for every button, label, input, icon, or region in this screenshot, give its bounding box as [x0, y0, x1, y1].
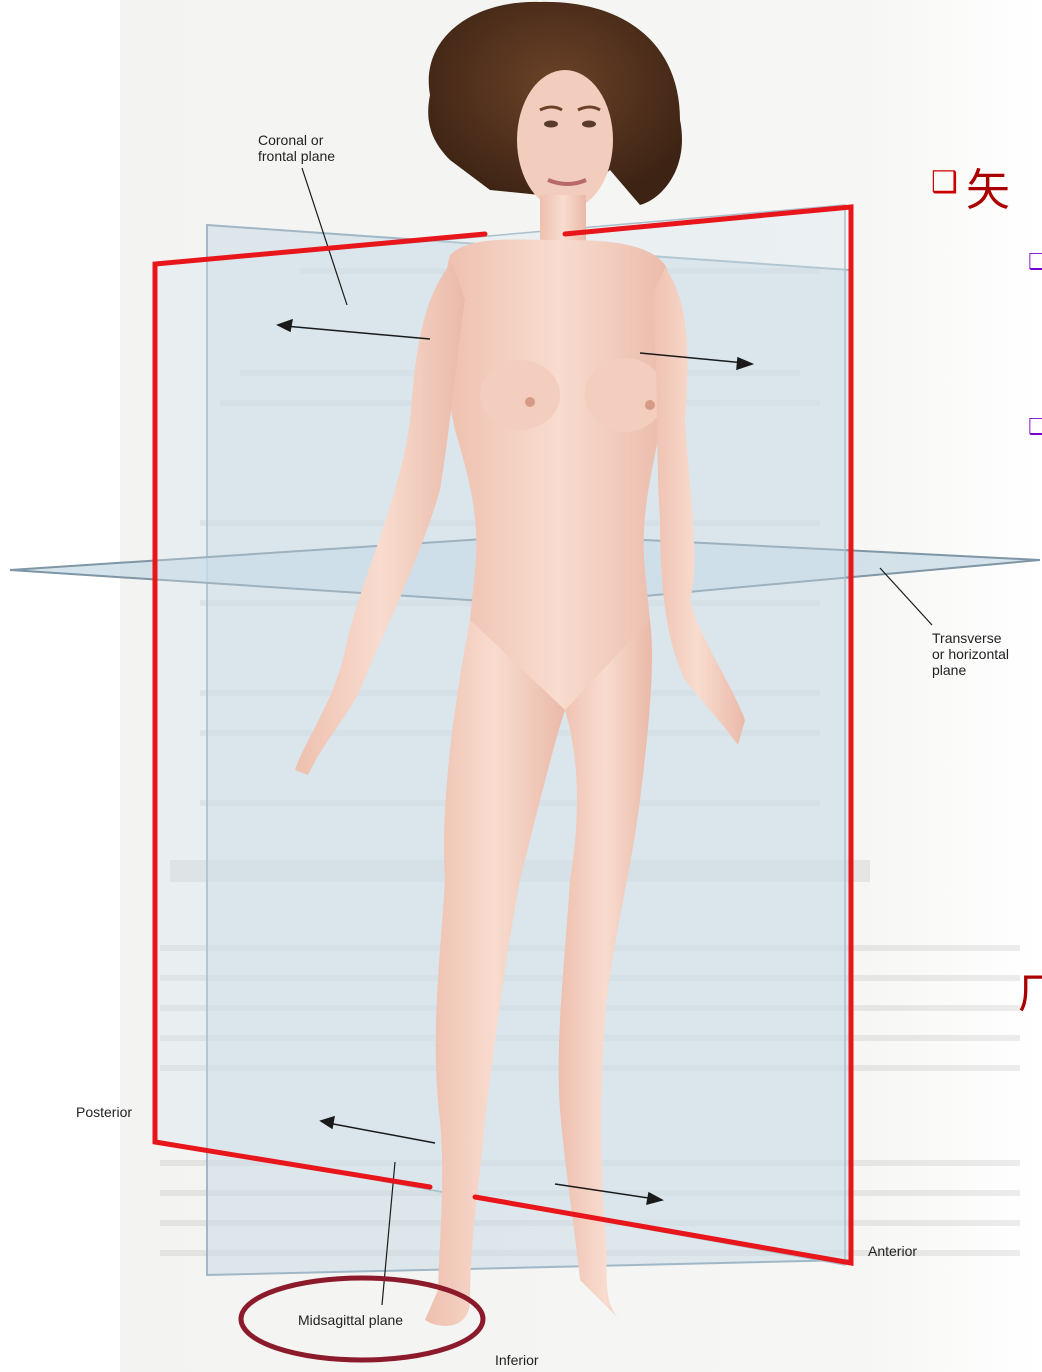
midsagittal-plane-label: Midsagittal plane [298, 1312, 403, 1328]
partial-text: 厂 [1018, 960, 1042, 1021]
sub-bullet-2: ❑ [1028, 415, 1042, 440]
posterior-label: Posterior [76, 1104, 132, 1120]
coronal-plane-label: Coronal or frontal plane [258, 132, 335, 164]
anterior-label: Anterior [868, 1243, 917, 1259]
heading-bullet: ❑ [931, 165, 958, 200]
sub-bullet-1: ❑ [1028, 250, 1042, 275]
heading-text: 矢 [966, 154, 1010, 218]
face [517, 70, 613, 210]
inferior-label: Inferior [495, 1352, 539, 1368]
transverse-plane-label: Transverse or horizontal plane [932, 630, 1009, 678]
